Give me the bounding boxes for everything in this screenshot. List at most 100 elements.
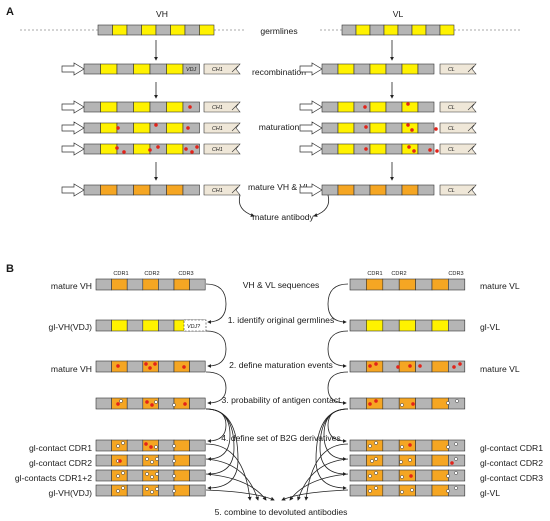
vh-cdr2-label: CDR2 <box>144 271 159 277</box>
gene-segment <box>349 454 367 467</box>
vh-seq-bar-7 <box>95 484 206 497</box>
mutation-dot <box>409 474 413 478</box>
gene-segment <box>189 278 206 291</box>
gene-segment <box>141 24 157 36</box>
germline-dot <box>155 457 159 461</box>
germline-dot <box>374 457 378 461</box>
gene-segment <box>337 184 355 196</box>
gene-segment <box>173 439 190 452</box>
gene-segment <box>417 184 435 196</box>
gene-segment <box>385 143 403 155</box>
vh-bar-1 <box>83 101 200 113</box>
cl-box <box>439 184 477 196</box>
gene-segment <box>353 101 371 113</box>
gene-segment <box>133 184 151 196</box>
mutation-dot <box>434 127 438 131</box>
mutation-dot <box>408 364 412 368</box>
gene-segment <box>116 101 134 113</box>
gene-segment <box>133 122 151 134</box>
left-label-gl-contact-cdr2: gl-contact CDR2 <box>29 458 92 468</box>
ch1-box-label: CH1 <box>212 105 223 111</box>
germline-dot <box>368 489 372 493</box>
right-label-gl-vl-2: gl-VL <box>480 488 500 498</box>
vh-seq-bar-0 <box>95 278 206 291</box>
mutation-dot <box>118 459 122 463</box>
promoter-arrow <box>61 121 85 135</box>
mutation-dot <box>148 148 152 152</box>
germline-dot <box>446 489 450 493</box>
gene-segment <box>431 439 449 452</box>
ch1-box-label: CH1 <box>212 67 223 73</box>
germline-dot <box>155 487 159 491</box>
mutation-dot <box>182 365 186 369</box>
germline-dot <box>145 457 149 461</box>
left-label-mature-vh: mature VH <box>51 281 92 291</box>
gene-segment <box>415 278 433 291</box>
germline-dot <box>454 442 458 446</box>
gene-segment <box>95 397 112 410</box>
gene-segment <box>382 454 400 467</box>
vl-bar-2 <box>321 122 435 134</box>
germline-dot <box>374 486 378 490</box>
gene-segment <box>189 484 206 497</box>
step-1-line: 1. identify original germlines <box>228 315 335 325</box>
gene-segment <box>431 360 449 373</box>
gene-segment <box>366 454 384 467</box>
gene-segment <box>182 122 200 134</box>
vl-seq-bar-5 <box>349 454 466 467</box>
gene-segment <box>182 143 200 155</box>
gene-segment <box>173 454 190 467</box>
mutation-dot <box>116 126 120 130</box>
mutation-dot <box>406 123 410 127</box>
gene-segment <box>349 439 367 452</box>
gene-segment <box>166 122 184 134</box>
gene-segment <box>112 24 128 36</box>
mutation-dot <box>418 364 422 368</box>
germline-dot <box>145 472 149 476</box>
gene-segment <box>133 143 151 155</box>
vl-cdr2-label: CDR2 <box>391 271 406 277</box>
gene-segment <box>382 439 400 452</box>
germline-dot <box>150 460 154 464</box>
gene-segment <box>116 184 134 196</box>
germline-dot <box>116 444 120 448</box>
gene-segment <box>417 63 435 75</box>
cl-box <box>439 122 477 134</box>
mutation-dot <box>150 403 154 407</box>
left-label-gl-vh-vdj: gl-VH(VDJ) <box>49 488 93 498</box>
gene-segment <box>126 484 144 497</box>
gene-segment <box>383 24 399 36</box>
gene-segment <box>95 319 112 332</box>
mutation-dot <box>183 402 187 406</box>
gene-segment <box>353 122 371 134</box>
gene-segment <box>321 184 339 196</box>
vl-header: VL <box>393 9 404 19</box>
gene-segment <box>133 101 151 113</box>
gene-segment <box>369 101 387 113</box>
gene-segment <box>337 101 355 113</box>
gene-segment <box>369 143 387 155</box>
mutation-dot <box>153 362 157 366</box>
vl-cdr1-label: CDR1 <box>367 271 382 277</box>
gene-segment <box>126 454 144 467</box>
mutation-dot <box>374 399 378 403</box>
germline-dot <box>119 399 123 403</box>
break-mark <box>467 103 475 111</box>
panel-b-label: B <box>6 263 14 275</box>
gene-segment <box>149 184 167 196</box>
germline-dot <box>410 488 414 492</box>
gene-segment <box>95 278 112 291</box>
gene-segment <box>100 122 118 134</box>
gene-segment <box>158 439 175 452</box>
step-mature-vh-vl: mature VH & VL <box>248 182 310 192</box>
vh-header: VH <box>156 9 168 19</box>
left-label-gl-vh: gl-VH(VDJ) <box>49 322 93 332</box>
gene-segment <box>182 184 200 196</box>
gene-segment <box>126 278 144 291</box>
gene-segment <box>95 454 112 467</box>
gene-segment <box>425 24 441 36</box>
gene-segment <box>382 469 400 482</box>
gene-segment <box>173 484 190 497</box>
gene-segment <box>95 469 112 482</box>
